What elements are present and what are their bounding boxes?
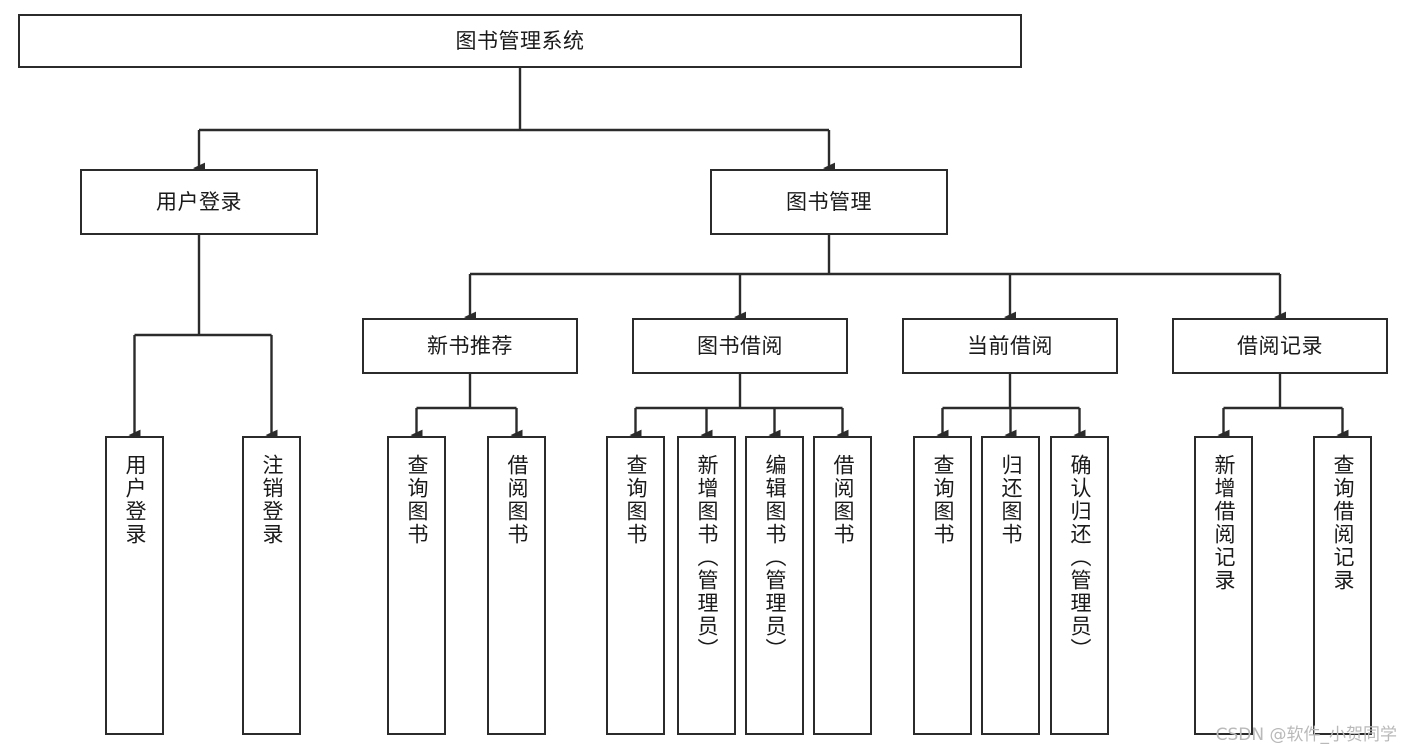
node-label-current-borrow: 当前借阅 — [967, 333, 1053, 358]
node-leaf-confirm-return-admin[interactable]: 确认归还（管理员） — [1050, 436, 1109, 735]
node-label-leaf-borrow-book: 借阅图书 — [831, 454, 855, 546]
node-borrow-record[interactable]: 借阅记录 — [1172, 318, 1388, 374]
node-current-borrow[interactable]: 当前借阅 — [902, 318, 1118, 374]
node-label-borrow-record: 借阅记录 — [1237, 333, 1323, 358]
node-label-leaf-confirm-return-admin: 确认归还（管理员） — [1068, 454, 1092, 661]
node-book-manage[interactable]: 图书管理 — [710, 169, 948, 235]
node-label-leaf-borrow-book-rec: 借阅图书 — [505, 454, 529, 546]
node-leaf-user-login[interactable]: 用户登录 — [105, 436, 164, 735]
node-leaf-return-book[interactable]: 归还图书 — [981, 436, 1040, 735]
node-label-book-borrow: 图书借阅 — [697, 333, 783, 358]
node-new-book-recommend[interactable]: 新书推荐 — [362, 318, 578, 374]
node-label-leaf-query-book-current: 查询图书 — [931, 454, 955, 546]
node-label-leaf-query-book-rec: 查询图书 — [405, 454, 429, 546]
node-leaf-user-logout[interactable]: 注销登录 — [242, 436, 301, 735]
node-label-leaf-edit-book-admin: 编辑图书（管理员） — [763, 454, 787, 661]
node-leaf-add-borrow-record[interactable]: 新增借阅记录 — [1194, 436, 1253, 735]
node-root[interactable]: 图书管理系统 — [18, 14, 1022, 68]
node-leaf-edit-book-admin[interactable]: 编辑图书（管理员） — [745, 436, 804, 735]
node-label-user-login: 用户登录 — [156, 189, 242, 214]
node-leaf-borrow-book-rec[interactable]: 借阅图书 — [487, 436, 546, 735]
node-label-root: 图书管理系统 — [455, 28, 585, 53]
node-label-book-manage: 图书管理 — [786, 189, 872, 214]
node-leaf-query-book-borrow[interactable]: 查询图书 — [606, 436, 665, 735]
node-label-leaf-query-book-borrow: 查询图书 — [624, 454, 648, 546]
node-label-leaf-add-book-admin: 新增图书（管理员） — [695, 454, 719, 661]
node-leaf-query-borrow-record[interactable]: 查询借阅记录 — [1313, 436, 1372, 735]
node-label-leaf-add-borrow-record: 新增借阅记录 — [1212, 454, 1236, 592]
node-label-leaf-user-login: 用户登录 — [123, 454, 147, 546]
node-label-leaf-query-borrow-record: 查询借阅记录 — [1331, 454, 1355, 592]
node-leaf-add-book-admin[interactable]: 新增图书（管理员） — [677, 436, 736, 735]
node-leaf-query-book-rec[interactable]: 查询图书 — [387, 436, 446, 735]
node-label-leaf-return-book: 归还图书 — [999, 454, 1023, 546]
node-leaf-borrow-book[interactable]: 借阅图书 — [813, 436, 872, 735]
node-label-leaf-user-logout: 注销登录 — [260, 454, 284, 546]
node-leaf-query-book-current[interactable]: 查询图书 — [913, 436, 972, 735]
node-book-borrow[interactable]: 图书借阅 — [632, 318, 848, 374]
node-label-new-book-recommend: 新书推荐 — [427, 333, 513, 358]
node-user-login[interactable]: 用户登录 — [80, 169, 318, 235]
